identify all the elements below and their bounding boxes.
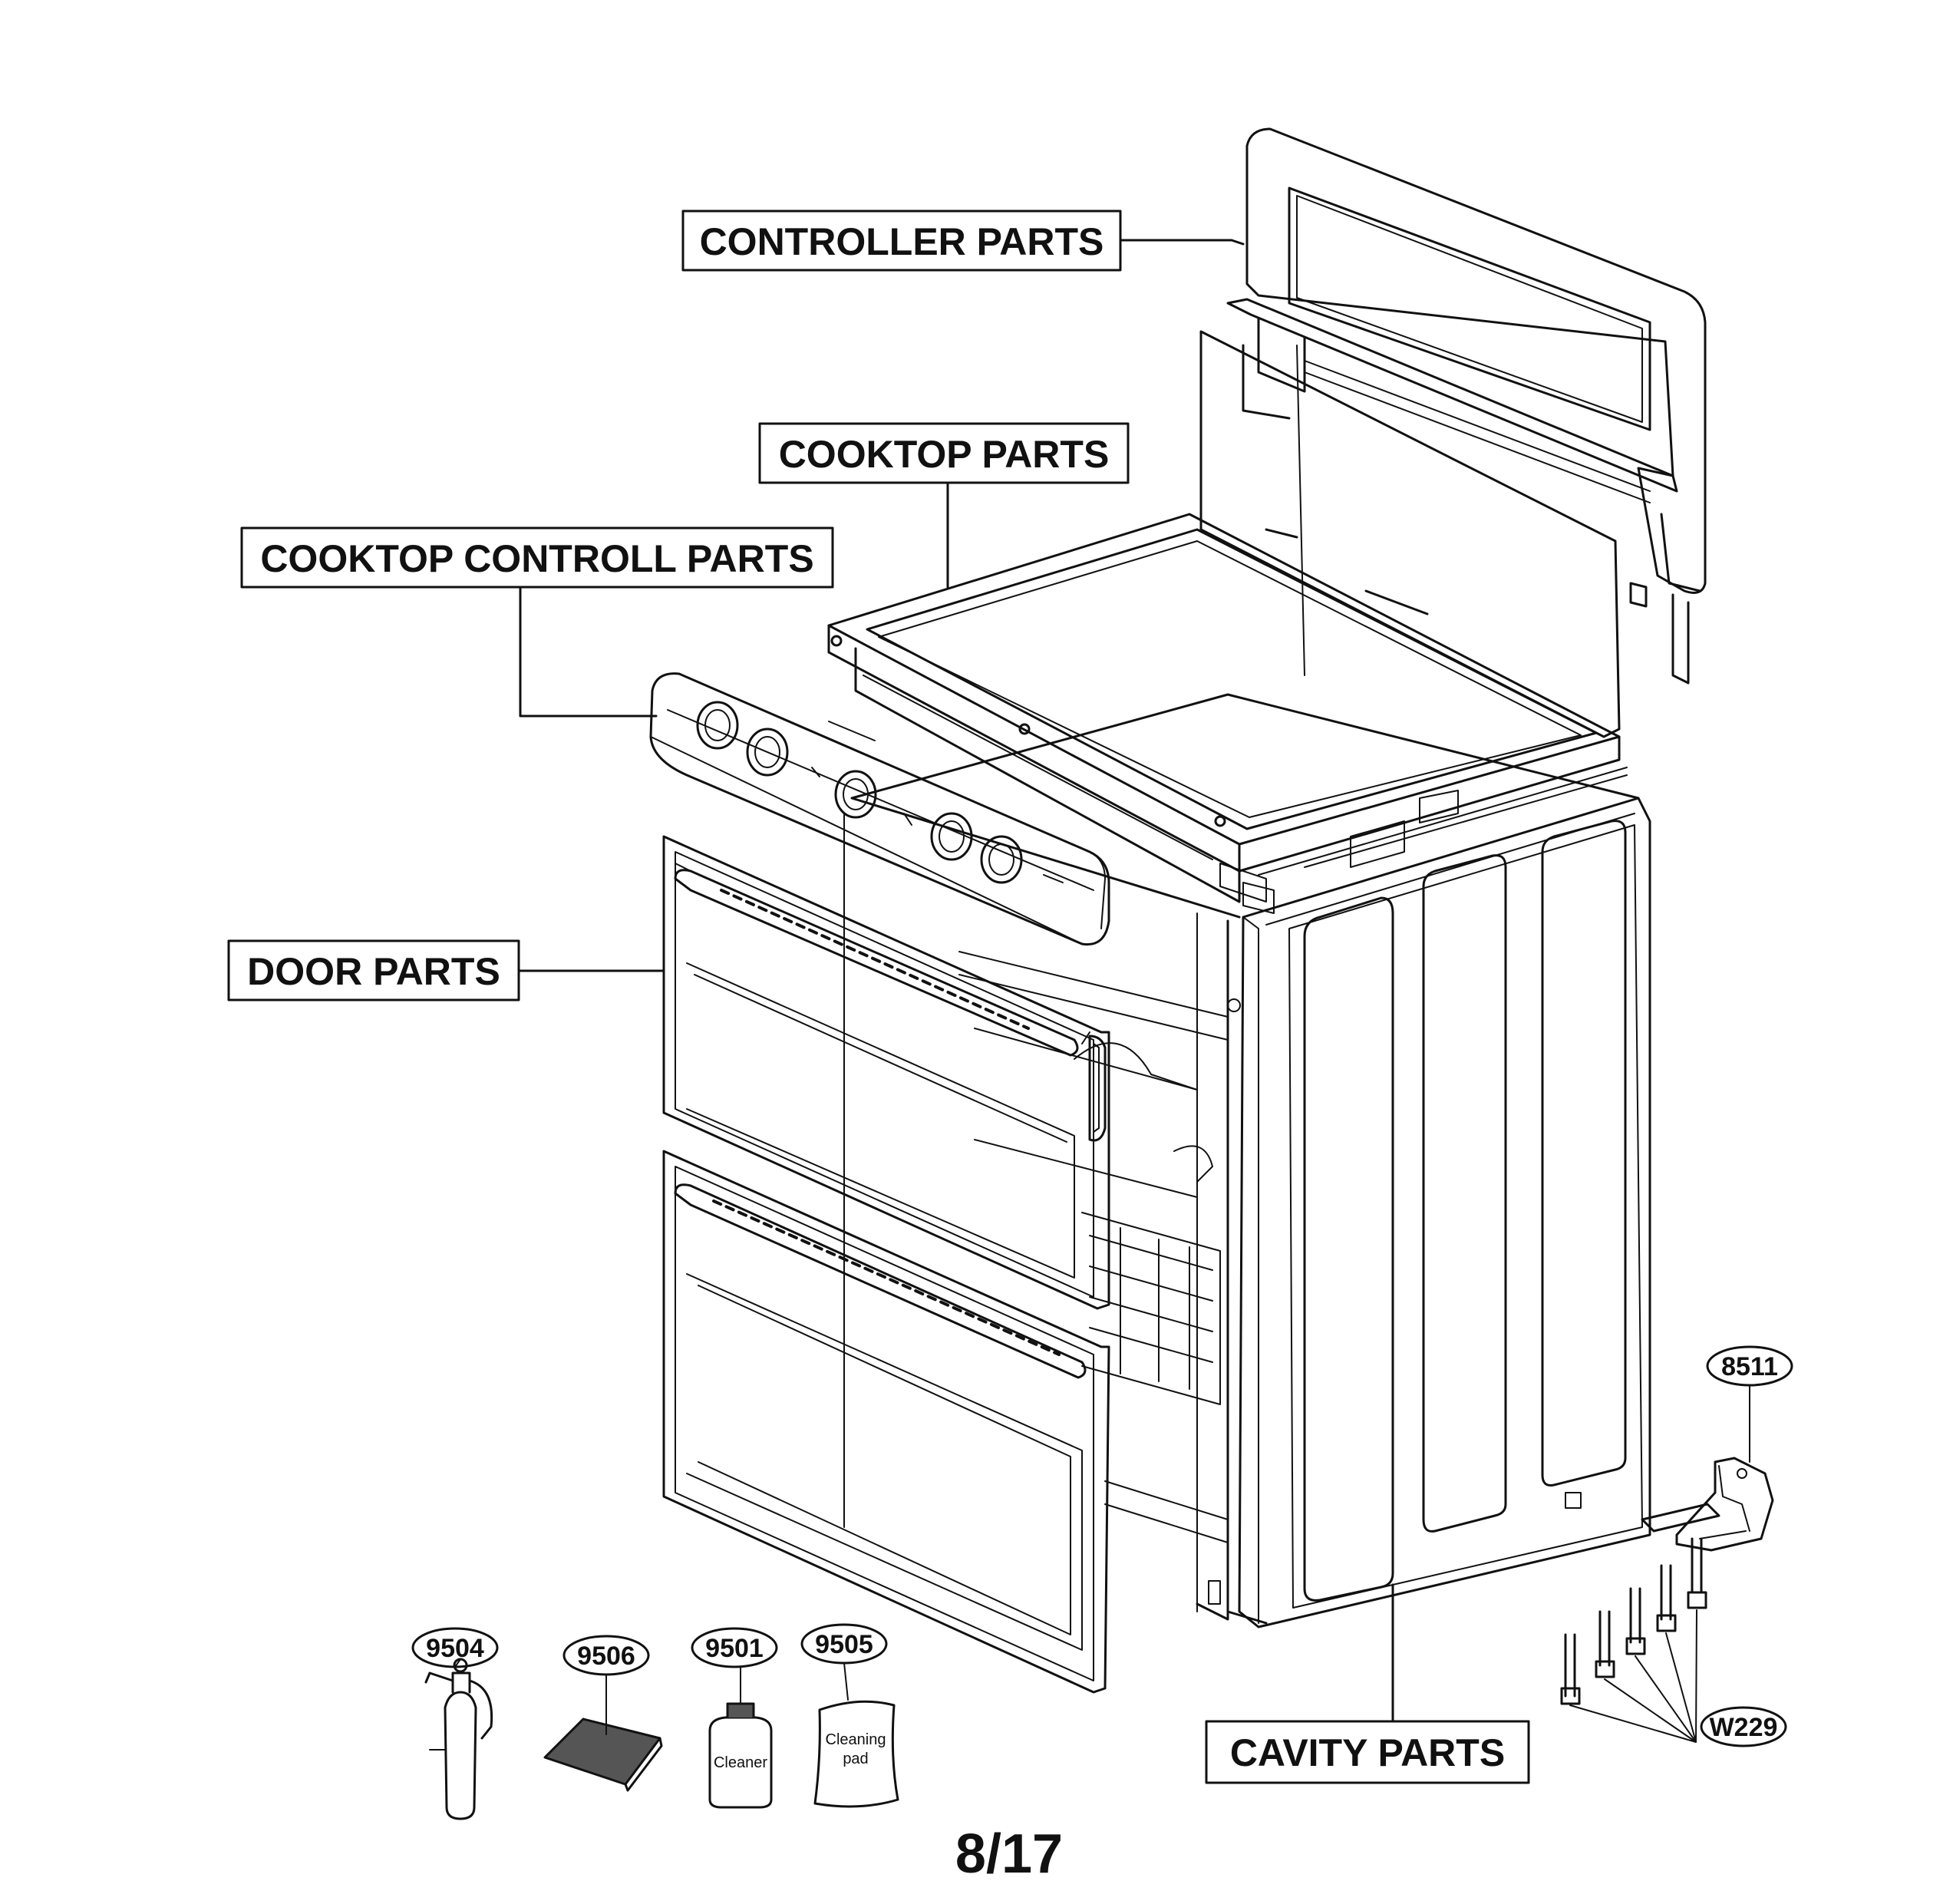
controller-panel-drawing: [1226, 127, 1707, 685]
cooktop-control-parts-label: COOKTOP CONTROLL PARTS: [260, 537, 813, 580]
part-w229-callout[interactable]: [1700, 1706, 1787, 1747]
door-parts-label: DOOR PARTS: [247, 950, 500, 993]
cooktop-control-parts-box[interactable]: [240, 526, 834, 589]
sprayer-drawing: [424, 1658, 493, 1820]
cooktop-parts-box[interactable]: [758, 422, 1130, 484]
page-number: 8/17: [955, 1823, 1063, 1885]
part-9501-label: 9501: [705, 1634, 764, 1663]
controller-parts-label: CONTROLLER PARTS: [700, 220, 1104, 263]
control-panel-drawing: [649, 672, 1110, 946]
cleaner-bottle-text: Cleaner: [714, 1754, 767, 1771]
cooktop-parts-label: COOKTOP PARTS: [779, 433, 1110, 476]
upper-door-drawing: [662, 835, 1110, 1310]
lower-door-drawing: [662, 1150, 1110, 1694]
cooktop-drawing: [827, 330, 1621, 903]
screws-drawing: [1560, 1537, 1707, 1743]
cleaning-mat-drawing: [543, 1718, 663, 1792]
part-9504-label: 9504: [426, 1634, 484, 1663]
part-w229-label: W229: [1710, 1713, 1778, 1742]
cleaning-pad-text-line2: pad: [843, 1751, 868, 1767]
range-cabinet-drawing: [843, 693, 1651, 1628]
cleaning-pad-text-line1: Cleaning: [826, 1731, 886, 1748]
cleaner-bottle-drawing: [708, 1702, 773, 1809]
part-8511-label: 8511: [1721, 1352, 1778, 1381]
part-9506-label: 9506: [577, 1642, 635, 1671]
cavity-parts-label: CAVITY PARTS: [1230, 1731, 1505, 1774]
anti-tip-bracket-drawing: [1641, 1457, 1774, 1552]
part-9501-callout[interactable]: [691, 1627, 778, 1668]
cavity-parts-box[interactable]: [1205, 1720, 1530, 1784]
cleaning-pad-pouch-drawing: [813, 1700, 899, 1808]
part-9505-label: 9505: [815, 1630, 873, 1659]
